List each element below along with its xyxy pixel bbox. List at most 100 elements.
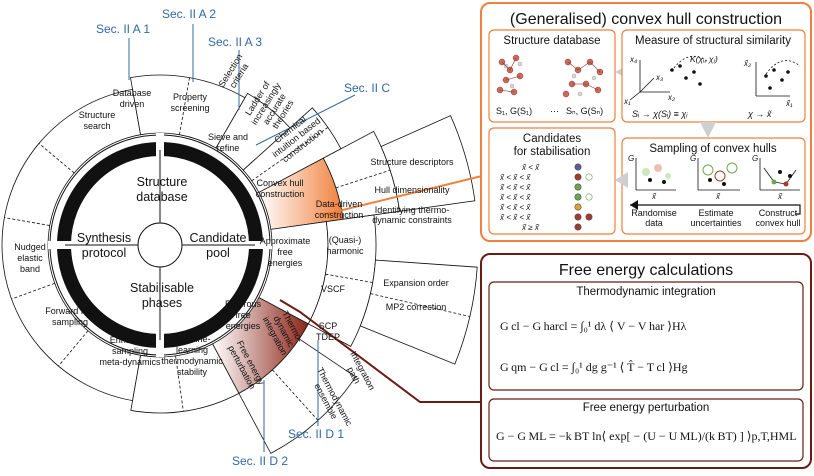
fep-title: Free energy perturbation xyxy=(583,402,710,414)
label-vscf: VSCF xyxy=(321,284,346,294)
axis-xt1: x̃₁ xyxy=(785,99,793,108)
ti-title: Thermodynamic integration xyxy=(576,286,715,298)
free-energy-panel: Free energy calculations Thermodynamic i… xyxy=(480,253,812,469)
map-structure-to-descriptor: Sᵢ → χ(Sᵢ) ≡ χᵢ xyxy=(632,109,688,119)
svg-text:x̃ < x̃ < x̃: x̃ < x̃ < x̃ xyxy=(499,183,531,192)
structure-db-box xyxy=(488,29,616,123)
kernel-label: K(χᵢ, χⱼ) xyxy=(690,54,718,64)
plot3-x-label: x̃ xyxy=(777,192,783,201)
ring-divider-0 xyxy=(58,330,89,367)
ring-divider-6 xyxy=(335,169,391,189)
arrow-similarity-to-sampling xyxy=(700,122,716,138)
hull-points xyxy=(642,162,792,187)
ring-divider-8 xyxy=(370,293,470,317)
fep-box xyxy=(488,398,804,462)
axis-x2: x₂ xyxy=(667,93,675,102)
hull-plots xyxy=(635,158,800,191)
ring-divider-9 xyxy=(272,369,319,421)
svg-text:x̃ < x̃: x̃ < x̃ xyxy=(521,163,540,172)
structure-db-title: Structure database xyxy=(503,35,600,47)
label-mp2-correction: MP2 correction xyxy=(386,302,447,312)
plot1-g-label: G xyxy=(628,154,634,163)
ring-divider-1 xyxy=(11,282,55,300)
candidates-box xyxy=(488,127,616,235)
axis-x4: x₄ xyxy=(629,55,637,64)
ring-synthesis-protocol xyxy=(1,88,142,402)
similarity-title: Measure of structural similarity xyxy=(635,35,791,47)
ring-divider-2 xyxy=(4,217,50,226)
ring-approx-methods xyxy=(307,214,377,347)
convex-hull-title: (Generalised) convex hull construction xyxy=(510,11,782,28)
section-label-ii-d-2: Sec. II D 2 xyxy=(232,454,288,468)
ring-ml-stability xyxy=(130,343,240,414)
plot2-x-label: x̃ xyxy=(715,192,721,201)
map-descriptor-to-projection: χ → x̃ xyxy=(747,109,773,119)
connector-free-energy xyxy=(279,299,486,403)
section-label-ii-a-1: Sec. II A 1 xyxy=(96,22,150,36)
feature-space-axes xyxy=(629,60,790,101)
cycle-arrowhead xyxy=(630,200,638,210)
label-selection-criteria: Selectioncriteria xyxy=(216,52,253,94)
ti-equation-quantum: G qm − G cl = ∫₀¹ dg g⁻¹ ⟨ T̂ − T cl ⟩Ηg xyxy=(500,360,688,374)
ring-approx-details xyxy=(359,259,478,365)
label-expansion-order: Expansion order xyxy=(383,278,449,288)
feature-space-points xyxy=(670,64,790,90)
section-label-ii-a-3: Sec. II A 3 xyxy=(208,35,262,49)
crystal-structures xyxy=(496,54,604,98)
label-ladder: Ladder ofincreasinglyaccuratetheories xyxy=(241,75,300,137)
convex-hull-panel: (Generalised) convex hull construction S… xyxy=(480,2,812,242)
candidate-markers xyxy=(574,163,593,231)
ring-divider-3 xyxy=(38,143,75,174)
axis-x3: x₃ xyxy=(655,73,663,82)
ring-divider-10 xyxy=(175,355,184,412)
axis-x1: x₁ xyxy=(623,97,631,106)
projection-arc xyxy=(765,60,801,75)
plot1-x-label: x̃ xyxy=(651,192,657,201)
svg-text:x̃ ≥ x̃: x̃ ≥ x̃ xyxy=(521,223,540,232)
candidate-inequalities: x̃ < x̃ x̃ < x̃ < x̃ x̃ < x̃ < x̃ x̃ < x… xyxy=(499,163,540,232)
svg-text:x̃ < x̃ < x̃: x̃ < x̃ < x̃ xyxy=(499,213,531,222)
label-quasi-harmonic: (Quasi-)harmonic xyxy=(326,235,364,256)
axis-xt2: x̃₂ xyxy=(743,59,751,68)
section-label-ii-a-2: Sec. II A 2 xyxy=(162,7,216,21)
label-structure-descriptors: Structure descriptors xyxy=(370,157,454,167)
plot2-g-label: G xyxy=(690,154,696,163)
fep-equation: G − G ML = −k BT ln⟨ exp[ − (U − U ML)/(… xyxy=(496,429,797,443)
db-entry-ellipsis: ⋯ xyxy=(550,106,559,116)
arrow-sampling-to-candidates xyxy=(615,172,628,188)
sampling-box xyxy=(621,137,806,235)
section-leaders xyxy=(128,24,356,452)
section-label-ii-d-1: Sec. II D 1 xyxy=(288,427,344,441)
sampling-title: Sampling of convex hulls xyxy=(649,143,776,155)
svg-text:x̃ < x̃ < x̃: x̃ < x̃ < x̃ xyxy=(499,193,531,202)
ti-box xyxy=(488,281,804,391)
ring-rigorous-methods xyxy=(238,338,357,454)
section-label-ii-c: Sec. II C xyxy=(344,81,390,95)
svg-text:x̃ < x̃ < x̃: x̃ < x̃ < x̃ xyxy=(499,203,531,212)
ring-divider-7 xyxy=(325,273,373,283)
outer-ring xyxy=(1,74,478,454)
core-disk xyxy=(48,133,272,357)
label-thermodynamic-integration: Thermo-dynamicintegration xyxy=(261,306,307,357)
kernel-arc xyxy=(673,55,709,69)
free-energy-title: Free energy calculations xyxy=(559,262,733,279)
label-hull-dimensionality: Hull dimensionality xyxy=(374,185,450,195)
